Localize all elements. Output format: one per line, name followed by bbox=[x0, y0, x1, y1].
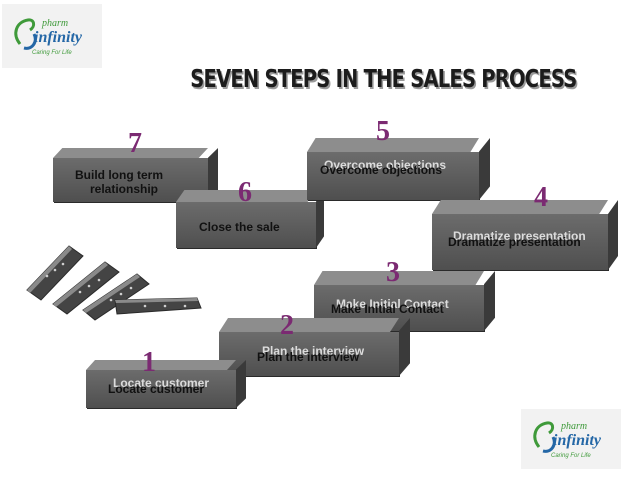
falling-dominoes-icon bbox=[25, 240, 210, 325]
step-4-number: 4 bbox=[534, 182, 548, 213]
step-1-block bbox=[86, 360, 246, 408]
step-1-label: Locate customer bbox=[108, 382, 205, 396]
step-5-number: 5 bbox=[376, 116, 390, 147]
pharm-infinity-logo-icon: pharm infinity Caring For Life bbox=[533, 421, 602, 459]
step-1-ghost-label: Locate customer bbox=[113, 376, 210, 390]
logo-tagline: Caring For Life bbox=[551, 453, 591, 459]
step-2-number: 2 bbox=[280, 310, 294, 341]
logo-tagline: Caring For Life bbox=[32, 50, 72, 56]
step-5-ghost-label: Overcome objections bbox=[324, 158, 447, 172]
step-7-label-line1: Build long term bbox=[75, 168, 163, 182]
step-5-block bbox=[307, 138, 490, 200]
step-5-label: Overcome objections bbox=[320, 163, 443, 177]
step-2-label: Plan the interview bbox=[257, 350, 360, 364]
step-7-number: 7 bbox=[128, 128, 142, 159]
step-3-ghost-label: Make Initial Contact bbox=[336, 297, 449, 311]
step-4-block bbox=[432, 200, 618, 270]
pharm-infinity-logo-icon: pharm infinity Caring For Life bbox=[14, 18, 83, 56]
logo-top: pharm infinity Caring For Life bbox=[2, 4, 102, 68]
step-4-ghost-label: Dramatize presentation bbox=[453, 229, 586, 243]
logo-brand-main: infinity bbox=[553, 432, 602, 449]
logo-bottom: pharm infinity Caring For Life bbox=[521, 409, 621, 469]
step-4-label: Dramatize presentation bbox=[448, 235, 581, 249]
step-1-number: 1 bbox=[142, 347, 156, 378]
page-title: SEVEN STEPS IN THE SALES PROCESS bbox=[190, 64, 577, 93]
logo-brand-main: infinity bbox=[34, 29, 83, 46]
step-6-label: Close the sale bbox=[199, 220, 280, 234]
step-3-label: Make Initial Contact bbox=[331, 302, 444, 316]
step-7-label-line2: relationship bbox=[90, 182, 159, 196]
logo-brand-small: pharm bbox=[560, 421, 587, 432]
step-2-block bbox=[219, 318, 410, 376]
logo-brand-small: pharm bbox=[41, 18, 68, 29]
step-2-ghost-label: Plan the interview bbox=[262, 344, 365, 358]
step-3-number: 3 bbox=[386, 257, 400, 288]
step-6-block bbox=[176, 190, 324, 248]
step-6-number: 6 bbox=[238, 177, 252, 208]
